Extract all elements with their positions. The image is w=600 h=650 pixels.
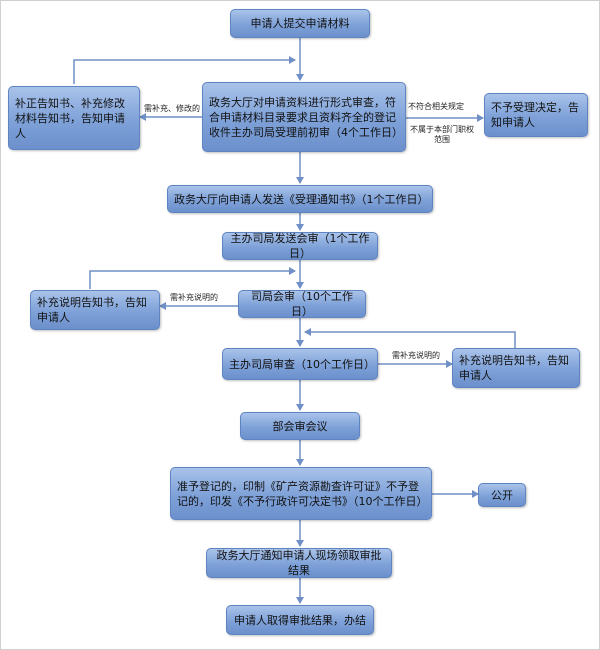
label-not-comply: 不符合相关规定: [408, 102, 464, 111]
step-form-review: 政务大厅对申请资料进行形式审查，符合申请材料目录要求且资料齐全的登记收件主办司局…: [202, 82, 406, 152]
step-notify-pickup: 政务大厅通知申请人现场领取审批结果: [206, 548, 392, 578]
step-send-acceptance-notice: 政务大厅向申请人发送《受理通知书》（1个工作日）: [167, 185, 433, 213]
side-reject-decision: 不予受理决定，告知申请人: [484, 93, 588, 137]
label-need-explain-2: 需补充说明的: [392, 351, 440, 360]
loop-supp2-back: [304, 328, 516, 348]
side-supplement-notice-2: 补充说明告知书，告知申请人: [452, 348, 580, 388]
step-ministry-meeting: 部会审会议: [240, 412, 360, 440]
step-host-dept-send-review: 主办司局发送会审（1个工作日）: [222, 232, 378, 260]
loop-correct-back: [73, 56, 296, 84]
step-issue-license: 准予登记的，印制《矿产资源勘查许可证》不予登记的，印发《不予行政许可决定书》（1…: [170, 467, 432, 520]
side-correction-notice: 补正告知书、补充修改材料告知书，告知申请人: [8, 86, 140, 150]
label-need-supplement-modify: 需补充、修改的: [144, 104, 200, 113]
side-public: 公开: [478, 483, 526, 507]
step-obtain-result: 申请人取得审批结果，办结: [226, 605, 374, 635]
label-not-in-scope: 不属于本部门职权范围: [410, 125, 474, 144]
step-host-dept-examination: 主办司局审查（10个工作日）: [222, 348, 378, 380]
side-supplement-notice-1: 补充说明告知书，告知申请人: [30, 290, 160, 330]
step-submit-materials: 申请人提交申请材料: [230, 9, 370, 38]
step-dept-joint-review: 司局会审（10个工作日）: [238, 290, 366, 318]
label-need-explain-1: 需补充说明的: [170, 293, 218, 302]
loop-supp1-back: [89, 267, 296, 289]
